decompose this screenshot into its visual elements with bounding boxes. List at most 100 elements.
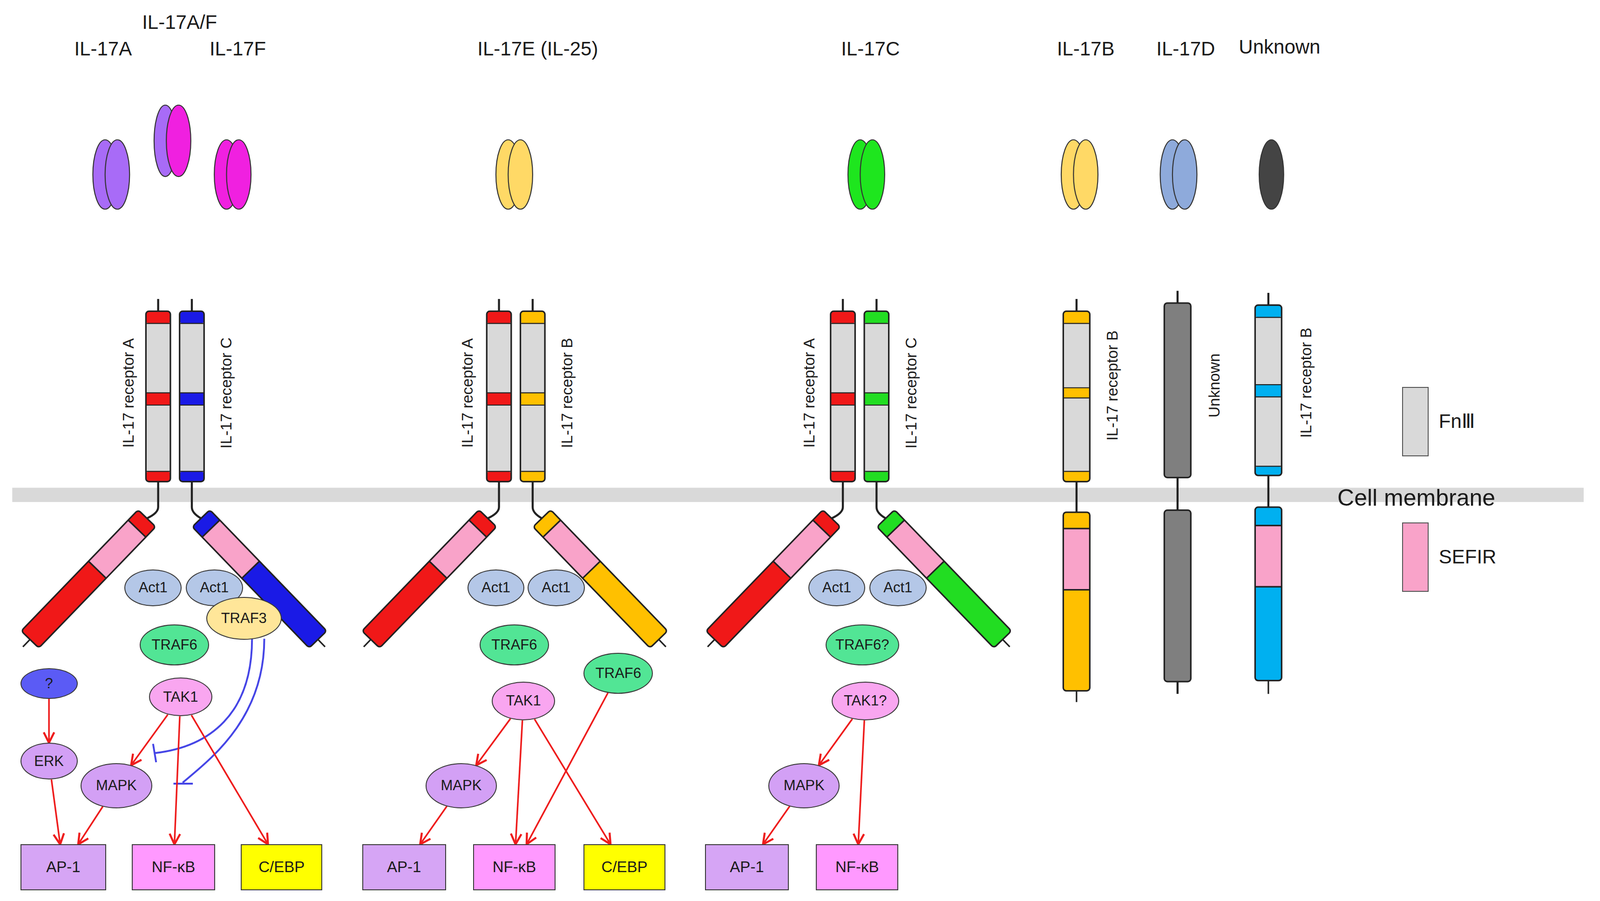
receptor-outline — [520, 311, 546, 482]
domain-divider — [179, 323, 205, 472]
receptor-outline — [1254, 507, 1282, 681]
ligand-il17e — [508, 139, 533, 210]
transcription-factor-box: AP-1 — [20, 844, 107, 891]
node-text: Act1 — [541, 579, 571, 596]
node-text: C/EBP — [258, 858, 305, 876]
activation-arrow — [131, 714, 169, 766]
ligand-il17b — [1073, 139, 1099, 210]
node-text: ERK — [33, 753, 64, 770]
receptor-label: IL-17 receptor C — [902, 337, 920, 448]
signaling-molecule: TRAF6 — [583, 652, 653, 694]
signaling-molecule: TAK1? — [831, 681, 900, 721]
domain-divider — [864, 323, 889, 472]
receptor-cap — [864, 311, 889, 324]
node-text: MAPK — [440, 777, 482, 794]
activation-arrow — [51, 779, 61, 845]
receptor-outline — [179, 311, 205, 482]
stalk — [1176, 477, 1179, 511]
receptor-body — [1063, 512, 1090, 691]
node-text: AP-1 — [729, 858, 764, 876]
transcription-factor-box: AP-1 — [362, 844, 447, 891]
ligand-il17a — [105, 139, 130, 210]
domain-divider — [354, 520, 487, 656]
receptor-band — [830, 393, 856, 406]
activation-arrow — [47, 698, 50, 743]
receptor-outline — [1254, 305, 1282, 476]
node-text: Act1 — [138, 579, 168, 596]
transcription-factor-box: C/EBP — [240, 844, 323, 891]
fn3-domain — [520, 311, 546, 482]
domain-divider — [520, 323, 546, 472]
receptor-cap — [520, 471, 546, 482]
ligand-label: IL-17A/F — [142, 11, 217, 34]
receptor-extracellular — [830, 298, 856, 482]
node-text: NF-κB — [492, 858, 537, 876]
node-text: TRAF6? — [835, 637, 889, 653]
domain-divider — [830, 323, 856, 472]
receptor-label: IL-17 receptor A — [458, 338, 476, 448]
receptor-outline — [145, 311, 171, 482]
legend-text: FnⅢ — [1438, 410, 1476, 433]
fn3-domain — [145, 311, 171, 482]
node-text: Act1 — [883, 579, 913, 596]
signaling-molecule: TAK1 — [491, 681, 556, 721]
domain-divider — [1063, 528, 1090, 703]
signaling-molecule: Act1 — [124, 569, 182, 607]
domain-divider — [145, 323, 171, 472]
domain-divider — [486, 323, 512, 472]
receptor-cap — [1063, 311, 1090, 324]
receptor-cap — [1063, 471, 1090, 482]
receptor-intracellular — [192, 509, 334, 656]
activation-arrow — [763, 806, 790, 845]
ligand-il17c — [860, 139, 885, 210]
receptor-band — [1254, 384, 1282, 397]
signaling-molecule: ERK — [20, 742, 78, 780]
node-text: TAK1? — [843, 692, 887, 709]
stalk — [1075, 298, 1078, 312]
signaling-molecule: Act1 — [869, 569, 927, 607]
ligand-label: Unknown — [1238, 36, 1321, 58]
signaling-molecule: TRAF3 — [206, 596, 282, 640]
receptor-cap — [1254, 466, 1282, 476]
domain-divider — [1063, 323, 1090, 472]
signaling-molecule: Act1 — [467, 569, 525, 607]
node-text: ? — [45, 675, 54, 692]
stalk — [1075, 481, 1078, 513]
receptor-label: IL-17 receptor A — [120, 338, 137, 448]
stalk — [1267, 475, 1270, 508]
unknown-receptor-extracellular — [1164, 303, 1191, 478]
signaling-molecule: MAPK — [425, 763, 497, 808]
receptor-band — [520, 393, 546, 406]
stalk — [831, 481, 843, 519]
receptor-intracellular — [1254, 507, 1282, 694]
transcription-factor-box: AP-1 — [705, 844, 789, 891]
receptor-outline — [1063, 311, 1090, 482]
ligand-label: IL-17F — [209, 38, 266, 60]
signaling-molecule: MAPK — [768, 763, 840, 808]
receptor-cap — [830, 471, 856, 482]
receptor-cap — [179, 311, 205, 324]
node-text: Act1 — [822, 579, 852, 596]
receptor-extracellular — [486, 298, 512, 482]
activation-arrow — [534, 718, 611, 845]
transcription-factor-box: C/EBP — [583, 844, 665, 891]
receptor-outline — [486, 311, 512, 482]
ligand-il17f — [226, 139, 251, 210]
node-text: Act1 — [199, 579, 229, 596]
receptor-extracellular — [179, 298, 205, 482]
receptor-extracellular — [1254, 292, 1282, 476]
receptor-extracellular — [520, 298, 546, 482]
signaling-molecule: TAK1 — [149, 677, 213, 717]
stalk — [531, 298, 534, 312]
receptor-label: IL-17 receptor A — [800, 338, 818, 448]
receptor-band — [145, 393, 171, 406]
node-text: TRAF6 — [151, 637, 198, 653]
receptor-band — [179, 393, 205, 406]
stalk — [876, 481, 886, 519]
fn3-domain — [1063, 311, 1090, 482]
receptor-intracellular — [876, 509, 1019, 656]
receptor-unknown — [1164, 291, 1191, 695]
ligand-il17f — [166, 105, 191, 177]
receptor-cap — [145, 471, 171, 482]
